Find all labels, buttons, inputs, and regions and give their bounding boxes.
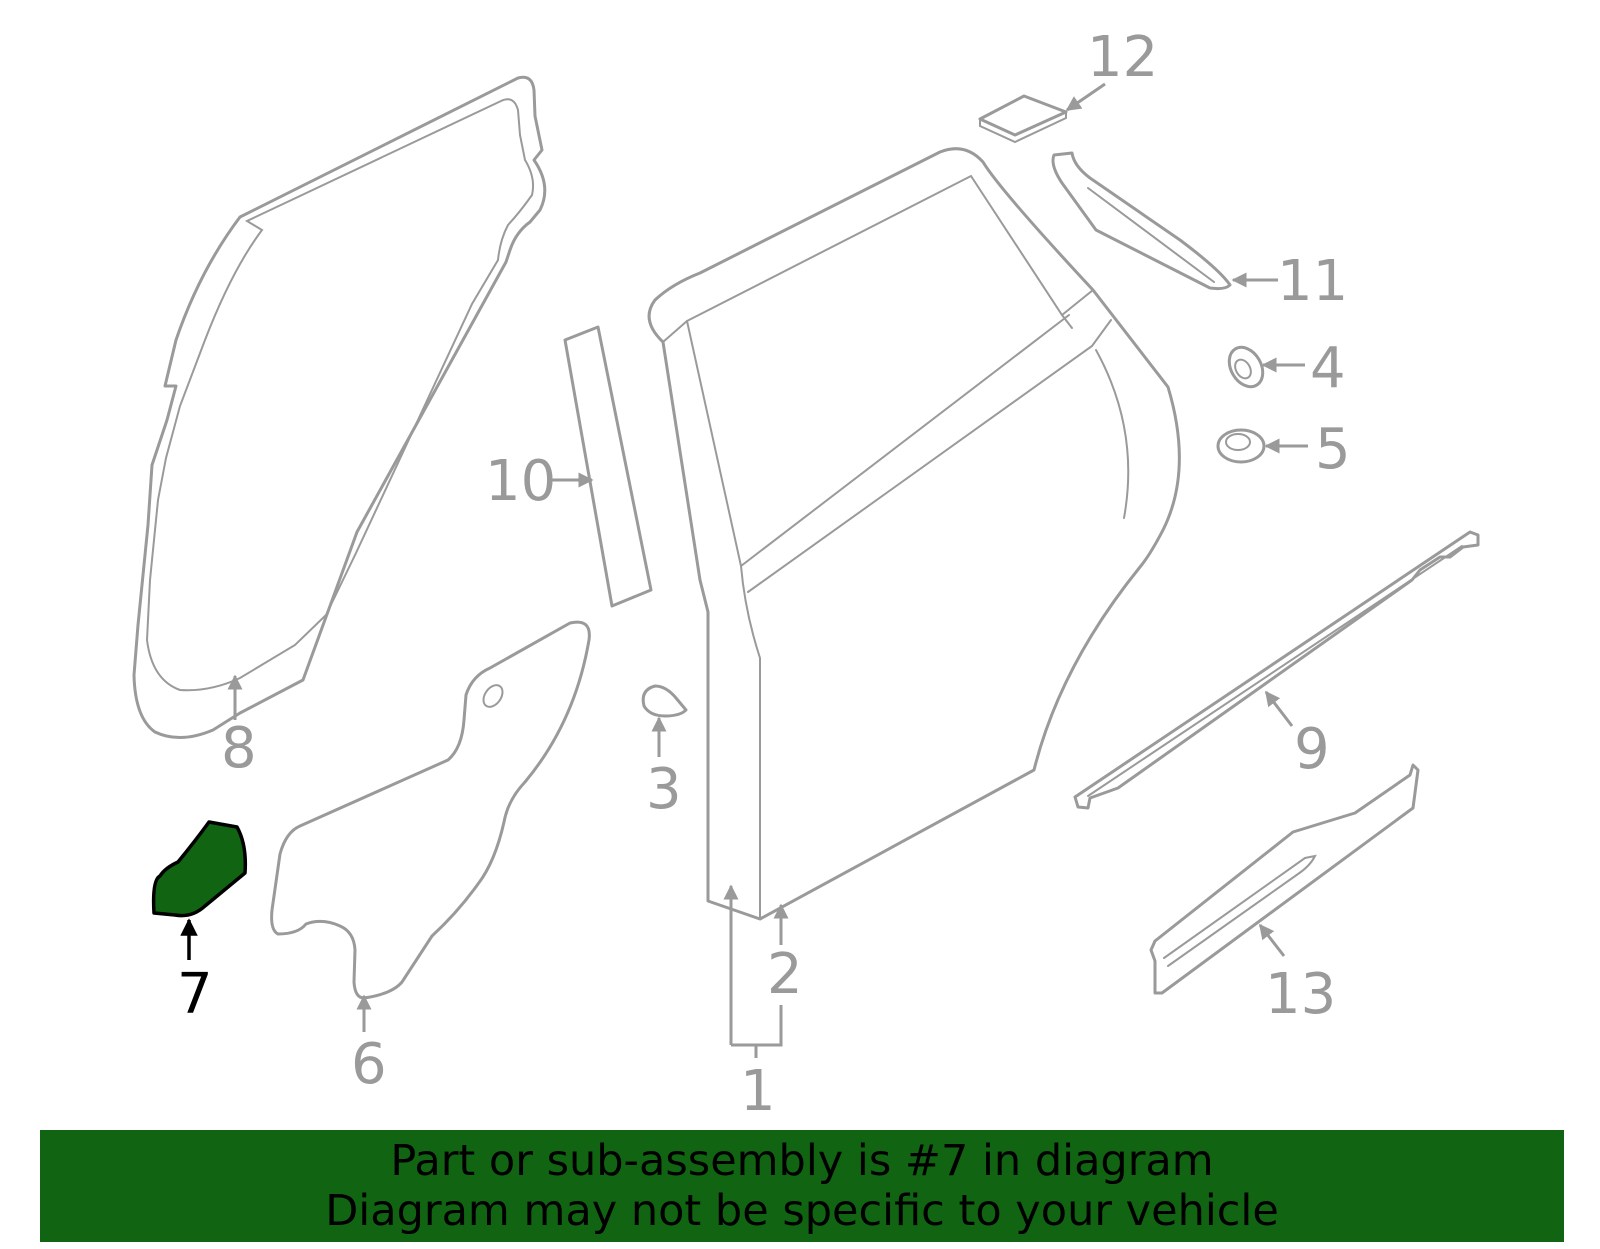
info-banner: Part or sub-assembly is #7 in diagram Di… [40,1130,1564,1242]
callout-2: 2 [767,942,803,1007]
callout-12: 12 [1087,25,1158,90]
part-5-plug [1216,428,1266,464]
part-11-trim [1051,151,1232,291]
callout-4: 4 [1310,336,1346,401]
part-12-clip [978,94,1068,144]
part-3-plug [641,684,688,718]
leader-lines [180,82,1308,1058]
callout-9: 9 [1294,717,1330,782]
part-13-molding [1149,763,1420,995]
leader-9 [1264,690,1294,727]
callout-6: 6 [351,1032,387,1097]
callout-5: 5 [1315,417,1351,482]
callout-8: 8 [221,716,257,781]
part-7-shape [151,820,248,918]
callout-1: 1 [740,1059,776,1124]
leader-13 [1258,923,1286,957]
leader-1-bracket [731,1005,783,1047]
banner-line-2: Diagram may not be specific to your vehi… [325,1186,1279,1236]
part-9-molding [1073,530,1480,810]
part-1-2-door [647,147,1181,921]
callouts: 12 11 4 5 10 8 3 9 7 2 13 6 1 [177,25,1351,1124]
banner-line-1: Part or sub-assembly is #7 in diagram [390,1136,1214,1186]
callout-10: 10 [485,449,556,514]
callout-7: 7 [177,962,213,1027]
callout-13: 13 [1265,962,1336,1027]
part-4-grommet [1227,345,1265,389]
part-8-weatherstrip [132,75,547,739]
callout-3: 3 [646,757,682,822]
part-10-strip [563,325,653,608]
part-6-shield [270,620,591,1000]
leader-12 [1065,82,1106,112]
part-7-highlighted [151,820,248,918]
callout-11: 11 [1277,249,1348,314]
